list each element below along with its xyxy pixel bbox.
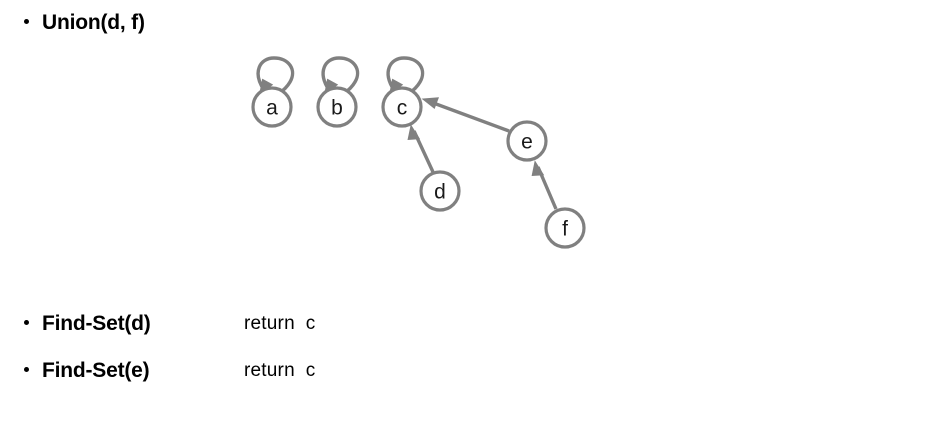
node-f-label: f <box>562 218 568 241</box>
node-d[interactable]: d <box>419 170 461 212</box>
node-d-label: d <box>434 181 446 204</box>
edge-e-to-c <box>421 97 510 133</box>
node-a-label: a <box>266 97 278 120</box>
bullet-dot-icon <box>24 367 29 372</box>
find-set-d-return-value: return c <box>244 313 316 334</box>
node-a[interactable]: a <box>251 86 293 128</box>
find-set-e-return-value: return c <box>244 360 316 381</box>
node-b-label: b <box>331 97 343 120</box>
bullet-dot-icon <box>24 320 29 325</box>
edge-d-to-c <box>407 124 435 173</box>
node-b[interactable]: b <box>316 86 358 128</box>
bullet-find-set-e-label: Find-Set(e) <box>42 359 150 382</box>
self-loop-a <box>256 56 295 96</box>
bullet-union-label: Union(d, f) <box>42 11 145 34</box>
edge-f-to-e <box>531 160 558 210</box>
self-loop-c <box>386 56 425 96</box>
bullet-find-set-e: Find-Set(e) <box>24 359 150 382</box>
node-e[interactable]: e <box>506 120 548 162</box>
bullet-find-set-d-label: Find-Set(d) <box>42 312 151 335</box>
bullet-union: Union(d, f) <box>24 12 145 33</box>
bullet-find-set-d: Find-Set(d) <box>24 313 151 334</box>
node-e-label: e <box>521 131 533 154</box>
node-c-label: c <box>397 97 408 120</box>
node-c[interactable]: c <box>381 86 423 128</box>
bullet-dot-icon <box>24 19 29 24</box>
self-loop-b <box>321 56 360 96</box>
node-f[interactable]: f <box>544 207 586 249</box>
